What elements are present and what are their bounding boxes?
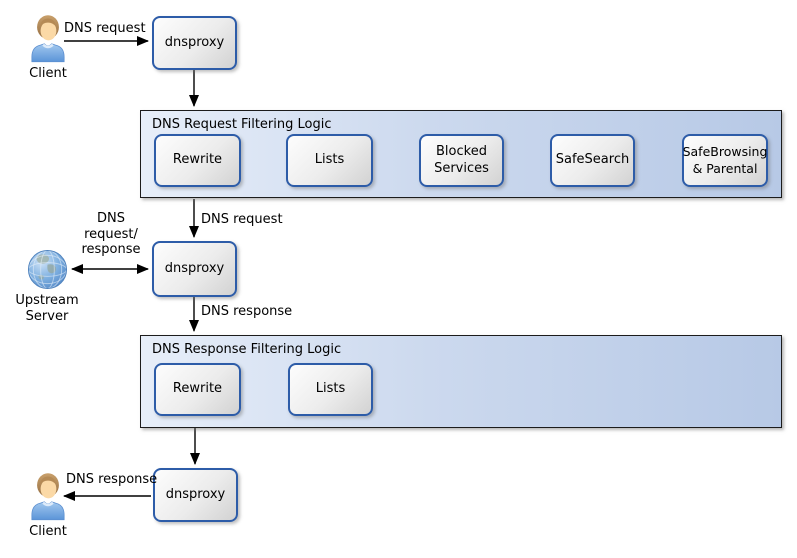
filter-step-rewrite-response: Rewrite — [154, 363, 241, 416]
filter-step-lists-response: Lists — [288, 363, 373, 416]
client-icon — [31, 15, 65, 63]
filter-step-lists-request: Lists — [286, 134, 373, 187]
filter-step-blocked-services: Blocked Services — [419, 134, 504, 187]
edge-label-dns-request-response: DNS request/ response — [81, 211, 141, 257]
request-filtering-title: DNS Request Filtering Logic — [152, 117, 332, 132]
upstream-server-label: Upstream Server — [15, 293, 79, 324]
edge-label-dns-request-middle: DNS request — [201, 212, 283, 227]
filter-step-rewrite-request: Rewrite — [154, 134, 241, 187]
client-node-bottom: Client — [19, 471, 77, 540]
response-filtering-container: DNS Response Filtering Logic Rewrite Lis… — [140, 335, 782, 428]
upstream-server-node: Upstream Server — [11, 249, 83, 324]
edge-label-dns-request-top: DNS request — [64, 21, 146, 36]
client-label-top: Client — [29, 66, 67, 81]
globe-icon — [27, 249, 67, 290]
client-icon — [31, 473, 65, 521]
filter-step-safebrowsing-parental: SafeBrowsing & Parental — [682, 134, 768, 187]
edge-label-dns-response-middle: DNS response — [201, 304, 293, 319]
response-filtering-title: DNS Response Filtering Logic — [152, 342, 342, 357]
request-filtering-container: DNS Request Filtering Logic Rewrite List… — [140, 110, 782, 198]
filter-step-safesearch: SafeSearch — [550, 134, 635, 187]
edge-label-dns-response-bottom: DNS response — [66, 472, 158, 487]
client-label-bottom: Client — [29, 524, 67, 539]
client-node-top: Client — [19, 13, 77, 82]
dnsproxy-box-middle: dnsproxy — [152, 241, 237, 297]
dnsproxy-box-bottom: dnsproxy — [153, 468, 238, 522]
dnsproxy-box-top: dnsproxy — [152, 16, 237, 70]
